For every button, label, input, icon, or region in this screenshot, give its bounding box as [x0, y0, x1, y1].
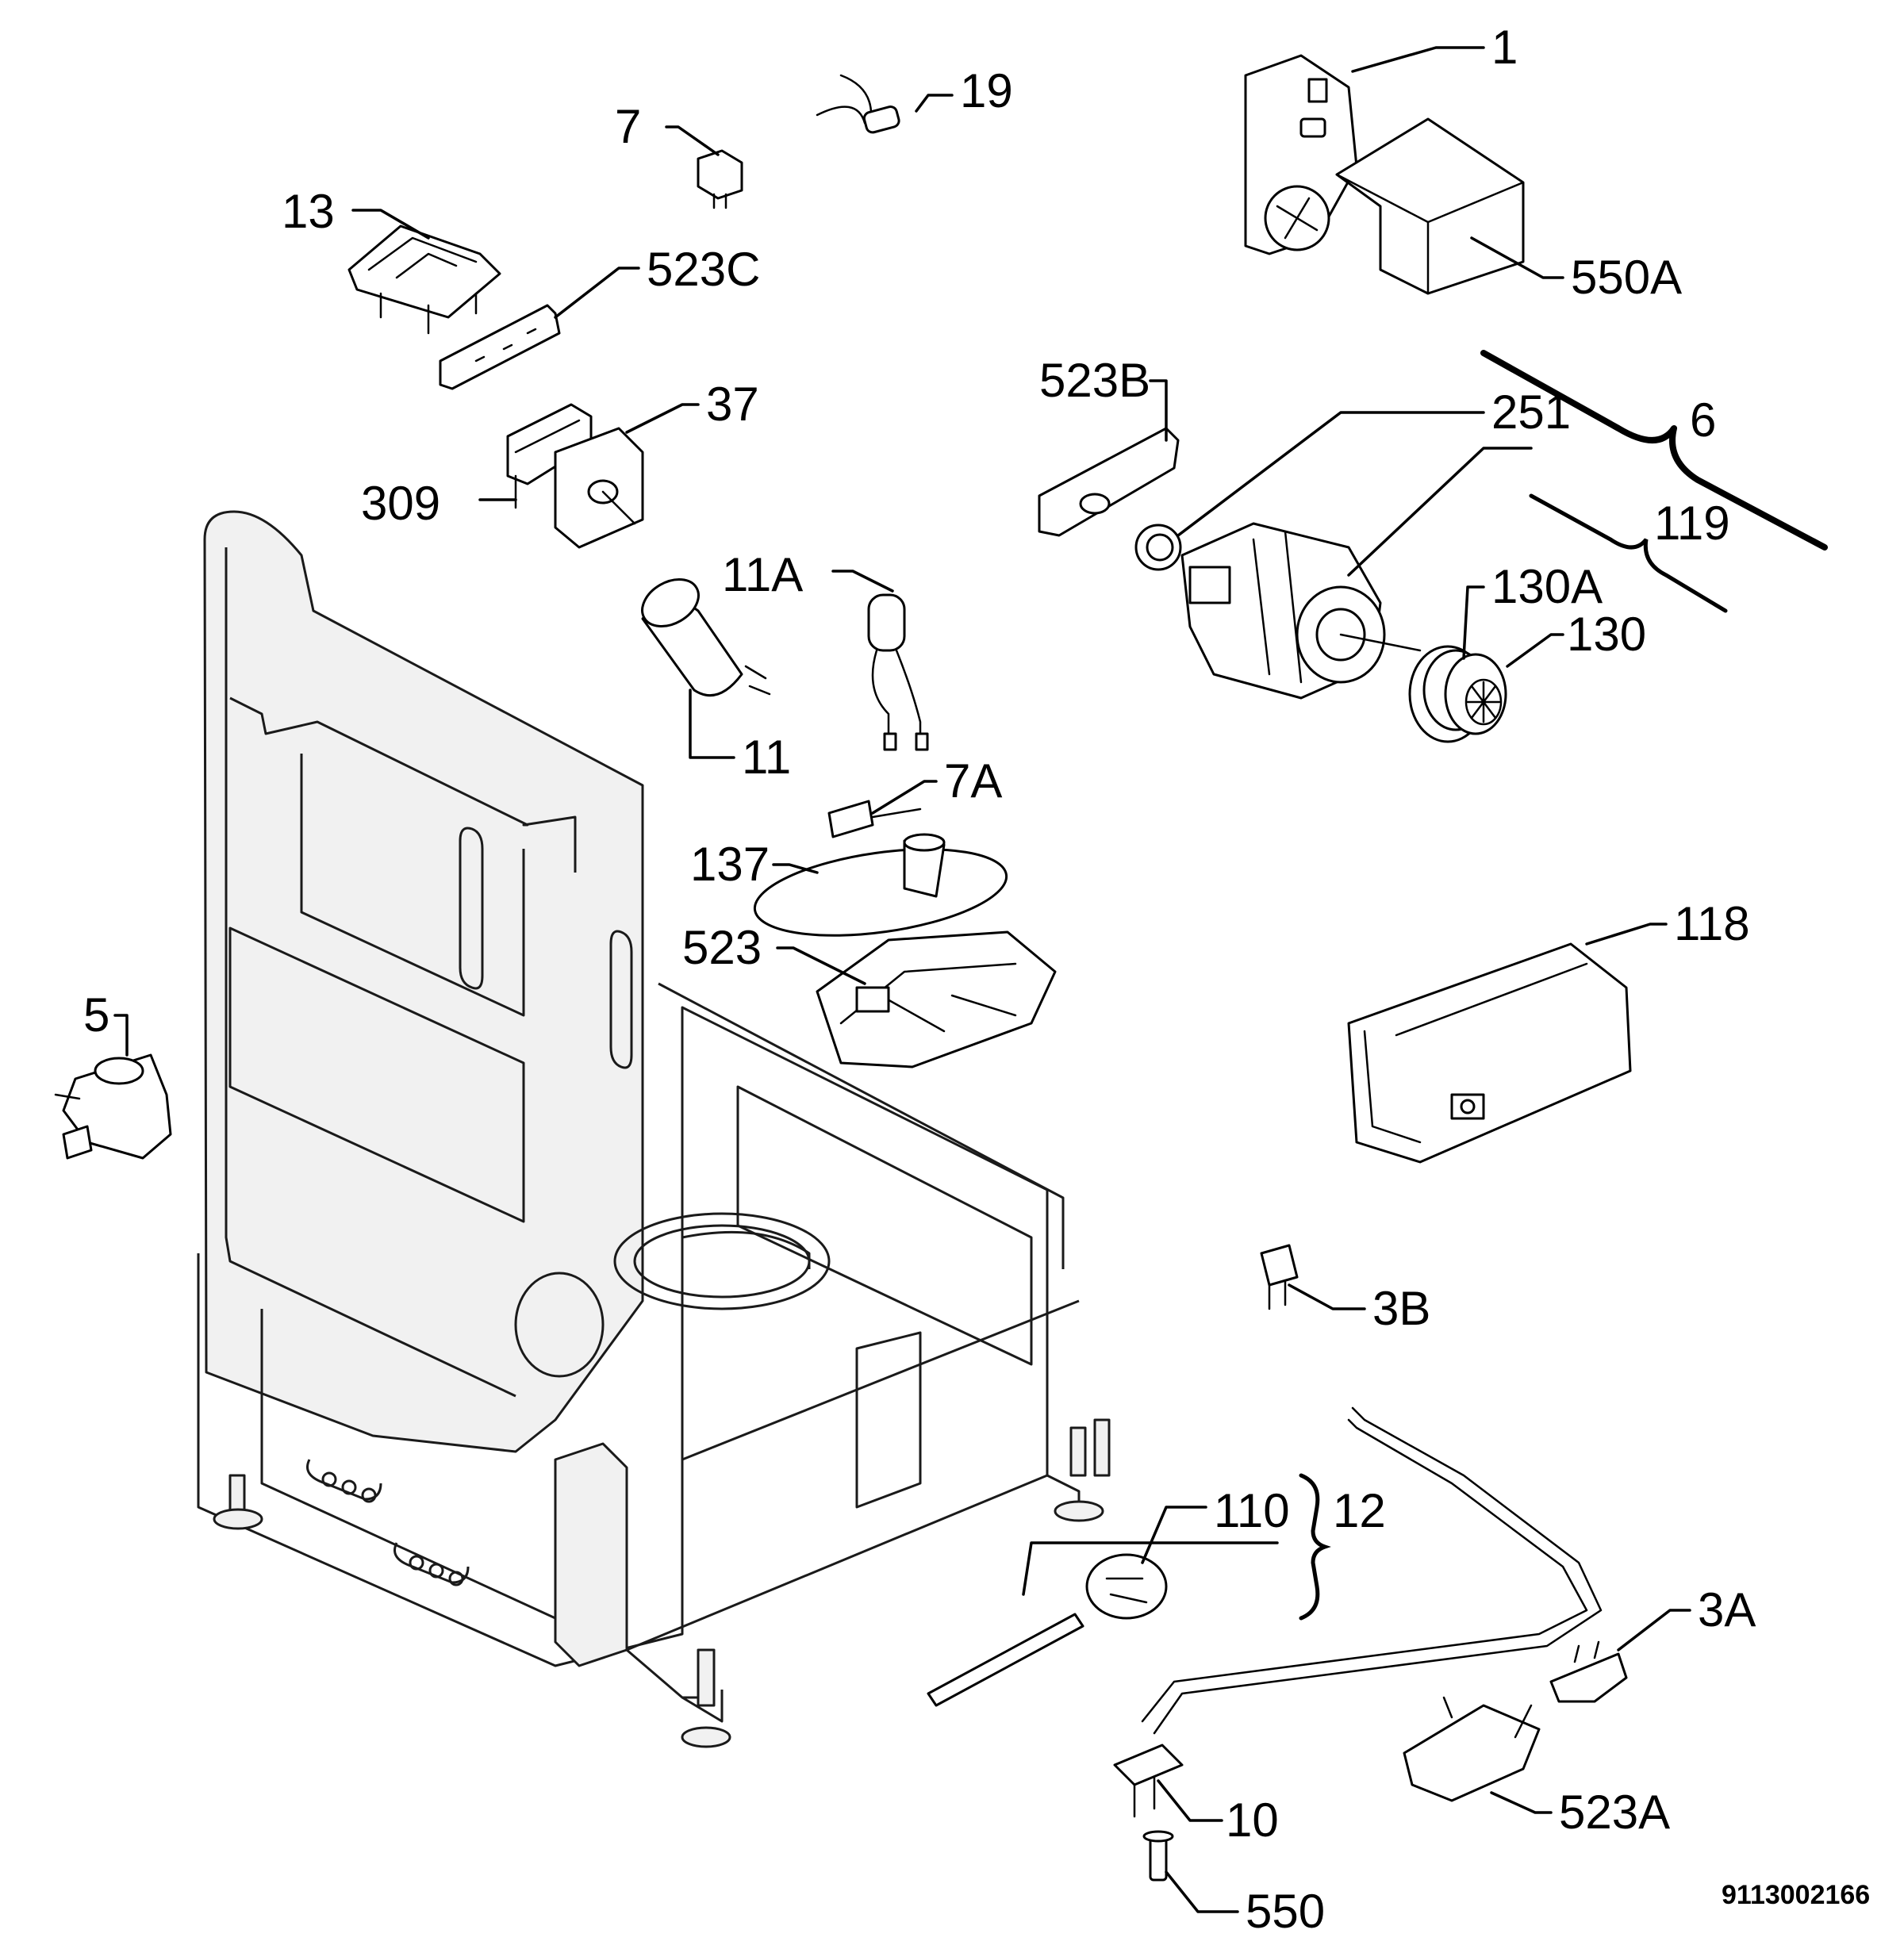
callout-5: 5 — [83, 988, 109, 1042]
callout-labels: 1 19 7 13 523C 550A 523B 251 6 37 309 11… — [83, 21, 1870, 1938]
callout-137: 137 — [690, 838, 770, 891]
part-137-cover — [753, 833, 1008, 937]
callout-12: 12 — [1333, 1484, 1386, 1537]
part-11a-suppressor — [867, 593, 929, 751]
cabinet-frame — [197, 510, 1111, 1748]
callout-523c: 523C — [647, 243, 760, 296]
part-19-suppressor — [816, 74, 900, 134]
part-6-motor — [1180, 522, 1422, 700]
part-3a-clip — [1549, 1640, 1628, 1703]
callout-550a: 550A — [1571, 251, 1682, 304]
part-130-impeller — [1408, 645, 1507, 743]
part-7-clip — [697, 149, 743, 209]
callout-6: 6 — [1690, 393, 1716, 447]
part-118-dispenser — [1347, 942, 1632, 1164]
callout-523a: 523A — [1559, 1786, 1670, 1839]
document-code: 9113002166 — [1722, 1880, 1870, 1910]
callout-37: 37 — [706, 378, 759, 431]
brace-6 — [1480, 350, 1828, 551]
part-523b-bracket — [1038, 427, 1180, 537]
callout-523: 523 — [682, 921, 762, 974]
part-11-capacitor — [641, 578, 771, 697]
callout-110: 110 — [1214, 1484, 1290, 1537]
assembly-braces — [1299, 350, 1828, 1621]
part-13-switch — [347, 224, 501, 335]
part-523-housing — [816, 930, 1057, 1068]
callout-3a: 3A — [1698, 1583, 1756, 1636]
part-523a-bracket — [1403, 1696, 1541, 1802]
callout-550: 550 — [1246, 1885, 1325, 1938]
callout-130: 130 — [1567, 608, 1646, 661]
callout-10: 10 — [1226, 1793, 1279, 1847]
part-3b-sensor — [1260, 1244, 1299, 1310]
part-251-seal — [1134, 524, 1182, 571]
part-1-timer — [1244, 54, 1358, 255]
brace-119 — [1529, 493, 1728, 613]
callout-7: 7 — [615, 100, 641, 153]
callout-251: 251 — [1491, 386, 1571, 439]
part-110-level-switch — [927, 1553, 1168, 1707]
leader-lines — [113, 46, 1691, 1913]
callout-309: 309 — [361, 477, 440, 530]
callout-19: 19 — [960, 64, 1013, 117]
part-550a-cover — [1335, 117, 1525, 295]
part-7a-clip — [827, 800, 922, 838]
callout-523b: 523B — [1039, 354, 1150, 407]
callout-11: 11 — [742, 731, 791, 784]
part-5-valve — [54, 1053, 172, 1160]
callout-119: 119 — [1654, 497, 1730, 550]
callout-11a: 11A — [722, 548, 803, 601]
callout-13: 13 — [282, 185, 335, 238]
brace-12 — [1299, 1473, 1331, 1621]
callout-130a: 130A — [1491, 560, 1603, 613]
part-550-screw — [1142, 1830, 1174, 1882]
callout-1: 1 — [1491, 21, 1518, 74]
callout-3b: 3B — [1372, 1282, 1430, 1335]
part-37-selector — [554, 427, 644, 549]
part-523c-bracket — [439, 304, 561, 390]
callout-7a: 7A — [944, 754, 1002, 808]
callout-118: 118 — [1674, 897, 1750, 950]
part-10-heater — [1113, 1406, 1603, 1818]
